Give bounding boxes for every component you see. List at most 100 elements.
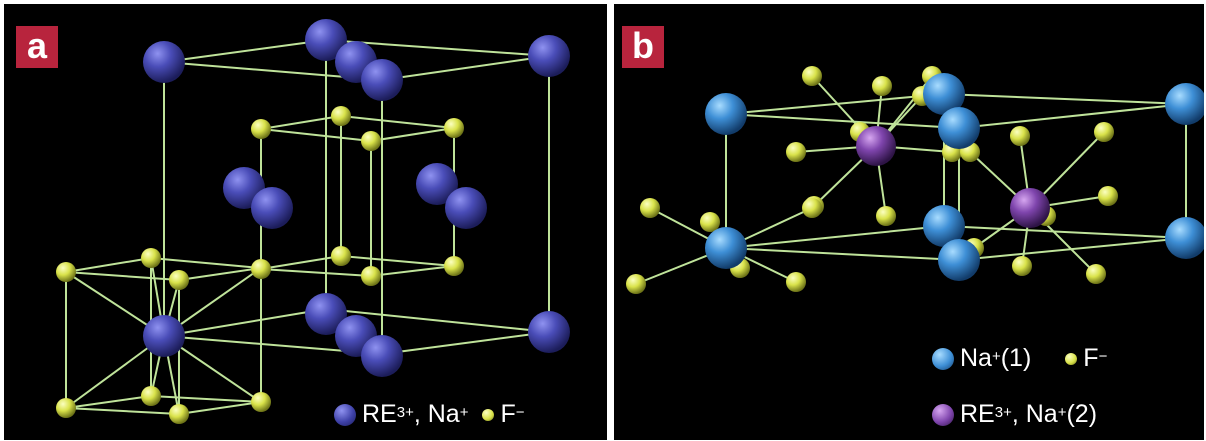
legend-f-swatch-b — [1065, 352, 1078, 365]
panel-a-label: a — [16, 26, 58, 68]
fluoride-atom — [251, 259, 271, 279]
na1-atom — [1165, 217, 1204, 259]
fluoride-atom — [802, 198, 822, 218]
bond-line — [943, 225, 1187, 239]
re-na-atom — [528, 35, 570, 77]
re-na-atom — [305, 293, 347, 335]
legend-na1-swatch — [932, 347, 954, 370]
legend-re-charge-b: 3+ — [994, 404, 1012, 421]
re-na-atom — [445, 187, 487, 229]
fluoride-atom — [1098, 186, 1118, 206]
na1-atom — [705, 227, 747, 269]
fluoride-atom — [876, 206, 896, 226]
bond-line — [958, 103, 1187, 129]
re-na-atom — [416, 163, 458, 205]
re-na-atom — [361, 59, 403, 101]
fluoride-atom — [141, 386, 161, 406]
legend-na2: Na — [1025, 400, 1058, 428]
re-na2-atom — [1010, 188, 1050, 228]
bond-line — [943, 93, 1187, 105]
bond-line — [381, 55, 550, 81]
re-na-atom — [305, 19, 347, 61]
crystal-structure-b — [626, 66, 1204, 294]
bond-line — [65, 257, 152, 273]
legend-re-na2-swatch — [932, 403, 954, 426]
bond-line — [725, 247, 960, 261]
bond-line — [260, 128, 372, 142]
bond-line — [725, 93, 945, 115]
fluoride-atom — [786, 142, 806, 162]
fluoride-atom — [56, 398, 76, 418]
re-na-atom — [143, 41, 185, 83]
na1-atom — [1165, 83, 1204, 125]
legend-re: RE — [362, 400, 397, 428]
bond-line — [260, 115, 342, 130]
na1-atom — [705, 93, 747, 135]
fluoride-atom — [361, 131, 381, 151]
bond-line — [65, 395, 152, 409]
bond-line — [725, 113, 960, 129]
fluoride-atom — [169, 404, 189, 424]
legend-sep: , — [413, 400, 421, 428]
fluoride-atom — [872, 76, 892, 96]
fluoride-atom — [640, 198, 660, 218]
fluoride-atom — [169, 270, 189, 290]
fluoride-atom — [802, 66, 822, 86]
fluoride-atom — [331, 246, 351, 266]
legend-sep-b: , — [1011, 400, 1019, 428]
legend-f-swatch — [482, 408, 495, 421]
bond-line — [163, 39, 327, 63]
legend-f-charge-b: − — [1098, 348, 1108, 365]
re-na2-atom — [856, 126, 896, 166]
panel-b-label: b — [622, 26, 664, 68]
bond-line — [178, 267, 262, 281]
legend-f: F — [500, 400, 516, 428]
legend-re-b: RE — [960, 400, 995, 428]
bond-line — [958, 237, 1187, 261]
fluoride-atom — [361, 266, 381, 286]
na1-atom — [923, 205, 965, 247]
bond-line — [340, 115, 455, 129]
legend-na2-charge: + — [1057, 404, 1067, 421]
fluoride-atom — [1010, 126, 1030, 146]
legend-na1-charge: + — [991, 348, 1001, 365]
bond-line — [260, 255, 342, 270]
bond-line — [163, 308, 327, 337]
na1-atom — [938, 107, 980, 149]
legend-f-b: F — [1083, 344, 1099, 372]
bond-line — [150, 395, 262, 403]
fluoride-atom — [444, 118, 464, 138]
re-na-atom — [528, 311, 570, 353]
fluoride-atom — [444, 256, 464, 276]
fluoride-atom — [251, 392, 271, 412]
bond-line — [178, 401, 262, 415]
bond-line — [370, 265, 455, 277]
crystal-structure-a — [56, 19, 570, 424]
fluoride-atom — [56, 262, 76, 282]
fluoride-atom — [786, 272, 806, 292]
na1-atom — [923, 73, 965, 115]
bond-line — [150, 257, 262, 269]
re-na-atom — [143, 315, 185, 357]
legend-na2-site: (2) — [1066, 400, 1098, 428]
re-na-atom — [361, 335, 403, 377]
bond-line — [325, 308, 550, 333]
legend-na: Na — [427, 400, 460, 428]
legend-f-charge: − — [515, 404, 525, 421]
bond-line — [370, 127, 455, 142]
legend-na-charge: + — [459, 404, 469, 421]
legend-na1: Na — [960, 344, 992, 372]
fluoride-atom — [700, 212, 720, 232]
bond-line — [260, 268, 372, 277]
fluoride-atom — [141, 248, 161, 268]
bond-line — [340, 255, 455, 267]
legend-na1-site: (1) — [1000, 344, 1032, 372]
legend-b-row1: Na+(1) F− — [932, 344, 1107, 373]
bond-line — [65, 407, 180, 415]
fluoride-atom — [1086, 264, 1106, 284]
bond-line — [381, 331, 550, 355]
fluoride-atom — [251, 119, 271, 139]
